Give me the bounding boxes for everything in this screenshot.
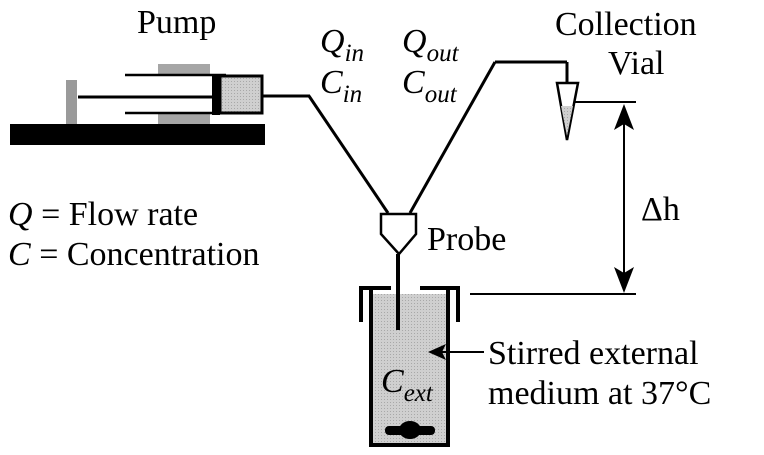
outlet-tube [408, 61, 497, 214]
plunger-head [212, 74, 220, 115]
syringe-pump [10, 64, 310, 145]
pump-base [10, 124, 265, 145]
c-ext-label: Cext [381, 363, 434, 407]
delta-h-label: Δh [641, 191, 680, 228]
q-in-label: Qin [320, 23, 364, 67]
medium-pointer-arrow [428, 344, 484, 360]
q-out-label: Qout [402, 23, 460, 67]
dh-arrowhead-top [614, 104, 634, 130]
vial-liquid [561, 106, 573, 136]
pump-stop-post [66, 80, 77, 124]
dh-arrowhead-bottom [614, 267, 634, 293]
vial-label: Vial [608, 45, 665, 82]
medium-label-line2: medium at 37°C [488, 375, 711, 412]
legend-concentration: C = Concentration [8, 236, 259, 273]
legend-flow-rate: Q = Flow rate [8, 196, 198, 233]
medium-fill [371, 294, 448, 445]
pump-clamp-bottom [158, 112, 210, 124]
stir-bar [385, 421, 435, 439]
height-difference-arrow [470, 104, 636, 295]
collection-vial [555, 81, 636, 141]
syringe-fluid [218, 74, 264, 115]
pump-label: Pump [137, 4, 216, 41]
beaker [359, 286, 460, 447]
inlet-tube [307, 95, 390, 214]
pump-clamp-top [158, 64, 210, 76]
probe-label: Probe [427, 221, 506, 258]
collection-label: Collection [555, 6, 697, 43]
probe-head [379, 212, 418, 256]
c-in-label: Cin [320, 64, 362, 108]
medium-label-line1: Stirred external [488, 335, 699, 372]
c-out-label: Cout [402, 64, 458, 108]
